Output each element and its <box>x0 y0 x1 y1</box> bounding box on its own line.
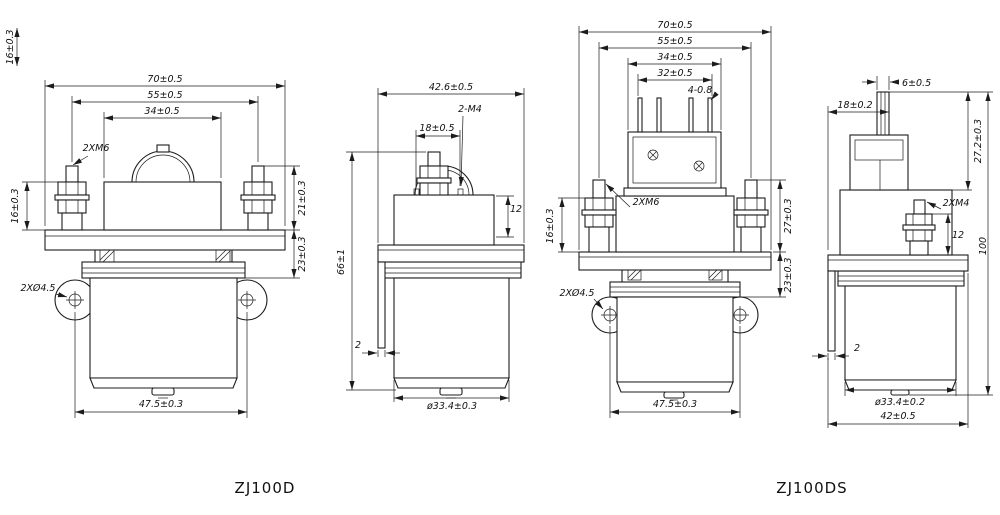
terminal-ds-side <box>902 199 936 256</box>
dim-body-diameter-ds: ø33.4±0.2 <box>874 397 925 408</box>
body-cylinder-ds-side <box>844 285 957 396</box>
terminal-right-ds <box>733 179 769 253</box>
dim-width-55-ds: 55±0.5 <box>657 36 692 47</box>
dimensions-zj100d-side: 42.6±0.5 2-M4 18±0.5 12 66±1 2 ø33.4±0 <box>336 82 525 412</box>
dim-hole-spacing: 47.5±0.3 <box>139 399 183 410</box>
dim-height-23-ds: 23±0.3 <box>783 257 794 292</box>
mounting-plate-ds-side <box>827 254 969 272</box>
dim-pin-width: 6±0.5 <box>902 78 931 89</box>
dim-plate-depth: 42±0.5 <box>880 411 915 422</box>
connector-block <box>627 131 722 189</box>
mounting-plate <box>44 229 286 263</box>
body-flange-ds <box>609 270 741 298</box>
dim-height-16-ds: 16±0.3 <box>545 208 556 243</box>
dimensions-zj100d-front: 70±0.5 55±0.5 34±0.5 2XM6 16±0.3 16±0.3 … <box>5 28 308 418</box>
dimensions-zj100ds-front: 70±0.5 55±0.5 34±0.5 32±0.5 4-0.8 2XM6 1… <box>545 20 794 418</box>
dim-height-16: 16±0.3 <box>10 188 21 223</box>
dim-depth-426: 42.6±0.5 <box>429 82 473 93</box>
blade-pin <box>876 91 890 136</box>
body-cylinder-side <box>393 277 510 399</box>
dim-mounting-holes: 2XØ4.5 <box>21 283 56 294</box>
l-bracket-ds <box>827 270 836 352</box>
coil-cap-ds-side <box>839 189 953 256</box>
dim-body-diameter: ø33.4±0.3 <box>426 401 477 412</box>
dim-height-27: 27±0.3 <box>783 198 794 233</box>
dim-terminal-thread: 2XM6 <box>83 143 110 154</box>
dim-height-16-upper: 16±0.3 <box>5 29 16 64</box>
dim-pin-height: 27.2±0.3 <box>973 119 984 163</box>
mounting-plate-side <box>377 244 525 263</box>
connector-pins <box>637 97 713 133</box>
body-flange-ds-side <box>837 270 965 287</box>
mounting-plate-ds <box>578 251 772 281</box>
dimensions-zj100ds-side: 6±0.5 18±0.2 27.2±0.3 2XM4 12 100 2 <box>812 76 993 428</box>
dim-width-34: 34±0.5 <box>144 106 179 117</box>
coil-cap-ds <box>615 187 735 253</box>
terminal-left-ds <box>581 179 617 253</box>
terminal-right <box>240 165 276 231</box>
dim-hole-spacing-ds: 47.5±0.3 <box>653 399 697 410</box>
dim-terminal-thread-ds: 2XM6 <box>633 197 660 208</box>
body-flange <box>81 250 246 279</box>
dim-offset-12-ds: 12 <box>952 230 964 241</box>
product-label-zj100d: ZJ100D <box>235 479 296 497</box>
dim-height-23: 23±0.3 <box>297 236 308 271</box>
zj100ds-side-view: 6±0.5 18±0.2 27.2±0.3 2XM4 12 100 2 <box>812 76 993 428</box>
dim-overall-height: 66±1 <box>336 249 347 275</box>
dim-overall-height-ds: 100 <box>978 237 989 255</box>
connector-block-side <box>849 134 909 191</box>
dim-height-21: 21±0.3 <box>297 180 308 215</box>
zj100d-front-view: 70±0.5 55±0.5 34±0.5 2XM6 16±0.3 16±0.3 … <box>5 28 308 418</box>
terminal-left <box>54 165 90 231</box>
terminal-side <box>416 151 452 196</box>
l-bracket <box>377 261 386 349</box>
dim-aux-thread: 2XM4 <box>943 198 970 209</box>
dim-width-70-ds: 70±0.5 <box>657 20 692 31</box>
dim-width-34-ds: 34±0.5 <box>657 52 692 63</box>
dim-pin-offset: 18±0.2 <box>837 100 872 111</box>
zj100ds-front-view: 70±0.5 55±0.5 34±0.5 32±0.5 4-0.8 2XM6 1… <box>545 20 794 418</box>
dim-mounting-holes-ds: 2XØ4.5 <box>560 288 595 299</box>
dim-bracket-thickness-ds: 2 <box>854 343 860 354</box>
dim-width-32: 32±0.5 <box>657 68 692 79</box>
body-flange-side <box>381 261 522 279</box>
body-cylinder <box>89 277 238 399</box>
zj100d-side-view: 42.6±0.5 2-M4 18±0.5 12 66±1 2 ø33.4±0 <box>336 82 525 412</box>
dim-bracket-thickness: 2 <box>355 340 361 351</box>
dim-screw-spacing: 18±0.5 <box>419 123 454 134</box>
body-cylinder-ds <box>616 296 734 401</box>
dim-width-55: 55±0.5 <box>147 90 182 101</box>
dim-offset-12: 12 <box>510 204 522 215</box>
dim-aux-screws: 2-M4 <box>458 104 482 115</box>
product-label-zj100ds: ZJ100DS <box>776 479 847 497</box>
dim-pin-count: 4-0.8 <box>688 85 713 96</box>
coil-cap <box>103 144 222 231</box>
dim-width-70: 70±0.5 <box>147 74 182 85</box>
